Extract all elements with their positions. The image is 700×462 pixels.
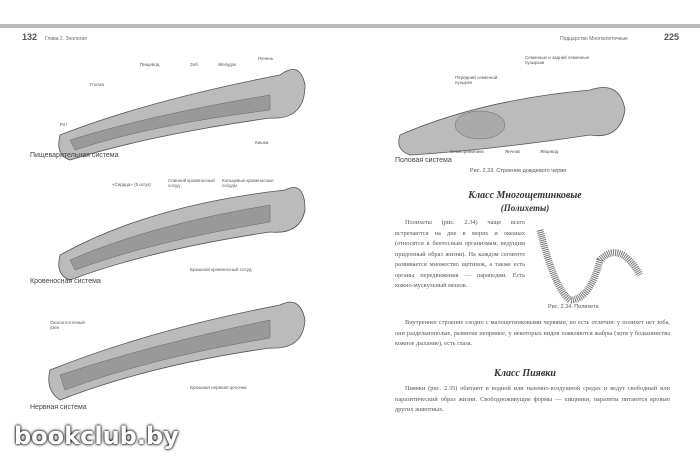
worm-circulatory-inner <box>69 204 271 271</box>
section-title-leeches: Класс Пиявки <box>494 368 556 379</box>
paragraph-leeches: Пиявки (рис. 2.35) обитают в водной или … <box>395 385 670 413</box>
left-page-number: 132 <box>22 32 38 42</box>
top-border <box>0 24 700 28</box>
right-page-number: 225 <box>664 32 680 42</box>
section-subtitle-polychaeta: (Полихеты) <box>500 203 550 213</box>
label: Печень <box>258 56 274 61</box>
reproductive-organs <box>454 110 506 140</box>
paragraph-polychaeta-2: Внутреннее строение сходно с малощетинко… <box>395 319 670 347</box>
section-title-polychaeta: Класс Многощетинковые <box>468 190 582 201</box>
figure-caption-2-33: Рис. 2.33. Строение дождевого червя <box>470 168 567 174</box>
worm-reproductive <box>398 87 626 156</box>
caption-reproductive: Половая система <box>395 157 452 164</box>
label: Яичник <box>505 149 521 154</box>
paragraph-polychaeta-1: Полихеты (рис. 2.34) чаще всего встречаю… <box>395 219 525 289</box>
worm-nervous-inner <box>59 319 271 391</box>
caption-digestive: Пищеварительная система <box>30 152 119 159</box>
label: Яйцевод <box>540 149 559 154</box>
label: Передний семенной пузырек <box>455 75 498 85</box>
label: Кишка <box>255 140 269 145</box>
worm-digestive-inner <box>69 94 271 151</box>
label: Рот <box>60 122 68 127</box>
label: Семенные и задний семенные пузырьки <box>525 55 590 65</box>
right-running-header: Подцарство Многоклеточные <box>560 36 628 42</box>
polychaete <box>536 229 644 304</box>
label: Кольцевые кровеносные сосуды <box>222 178 274 188</box>
label: Окологлоточный узел <box>50 320 85 330</box>
label: Брюшной кровеносный сосуд <box>190 267 252 272</box>
label: Спинной кровеносный сосуд <box>168 178 215 188</box>
watermark: bookclub.by <box>14 422 179 450</box>
label: Глотка <box>90 82 104 87</box>
label: Брюшная нервная цепочка <box>190 385 247 390</box>
label: Пищевод <box>140 62 160 67</box>
label: Желудок <box>218 62 237 67</box>
label: «Сердца» (5 штук) <box>112 182 151 187</box>
caption-nervous: Нервная система <box>30 404 87 411</box>
figure-caption-2-34: Рис. 2.34. Полихета <box>548 304 599 310</box>
left-running-header: Глава 2. Зоология <box>45 36 88 42</box>
label: Семяприемники <box>450 149 484 154</box>
caption-circulatory: Кровеносная система <box>30 278 101 285</box>
label: Зоб <box>190 62 198 67</box>
